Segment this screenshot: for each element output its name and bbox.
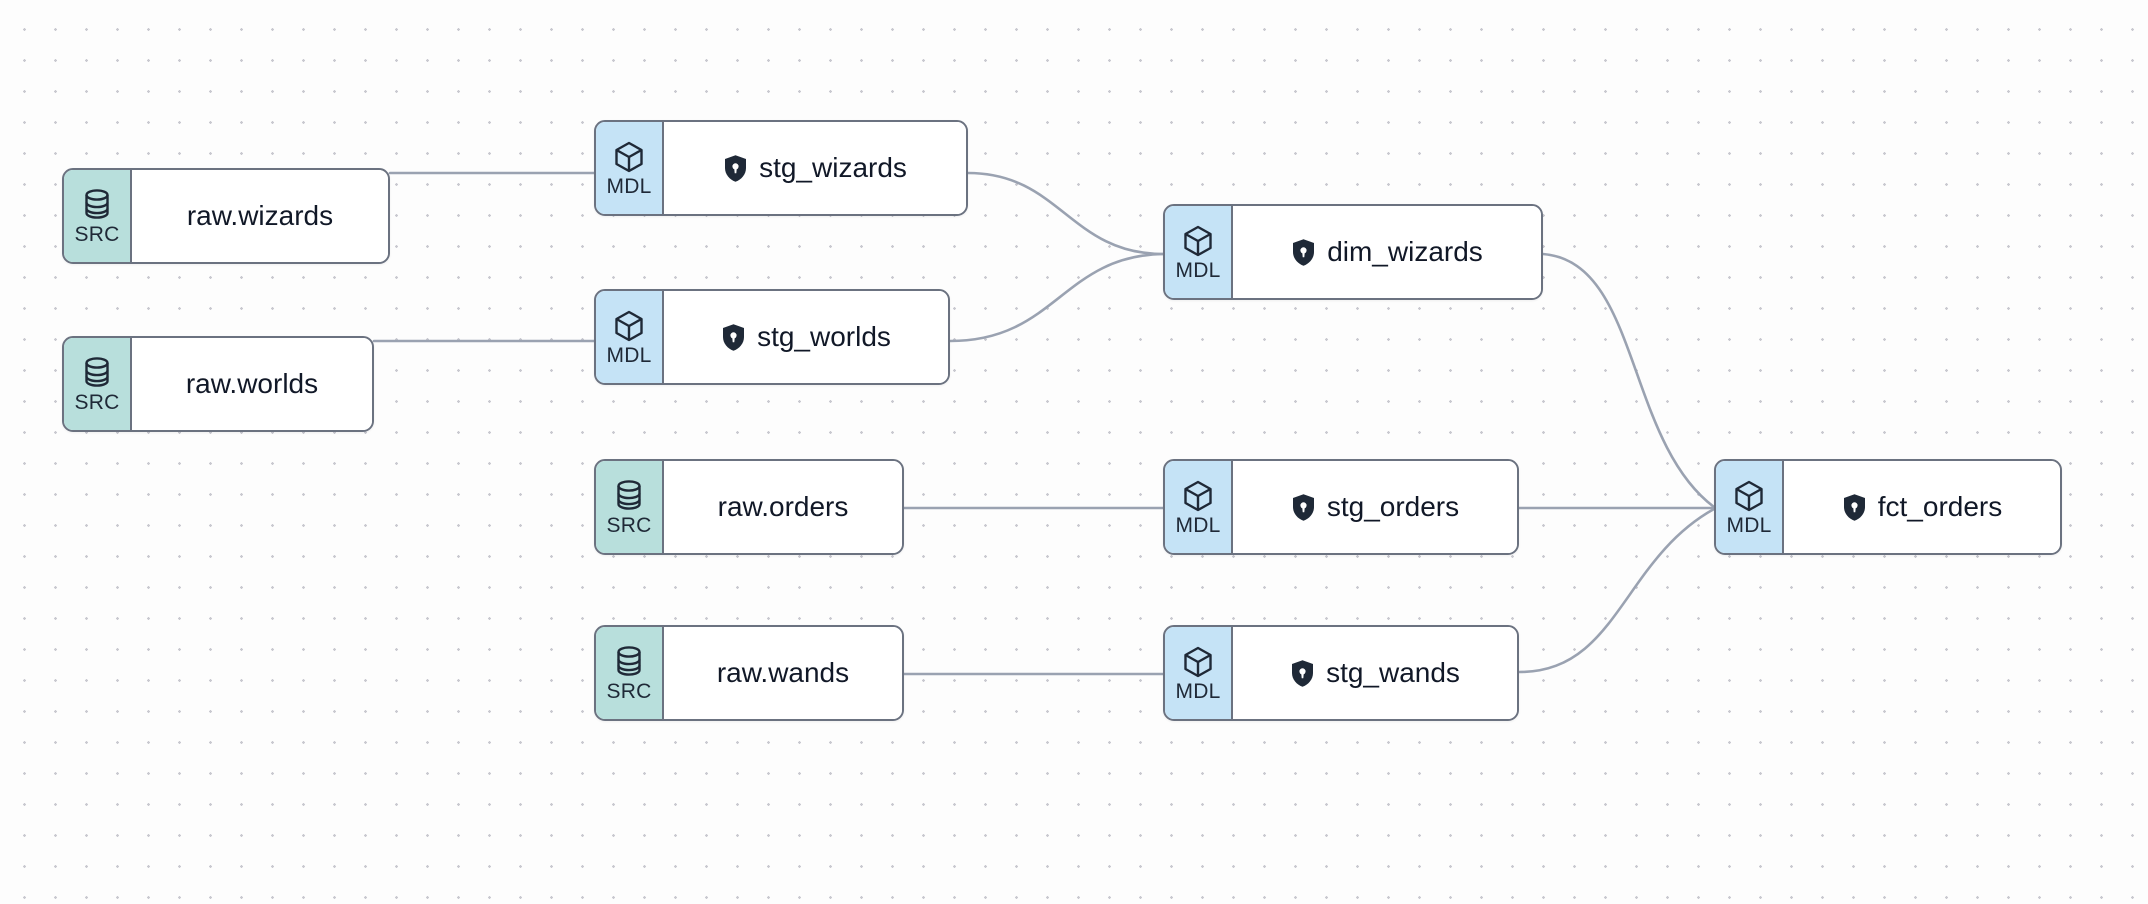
database-icon bbox=[82, 188, 112, 222]
node-kind-badge-mdl: MDL bbox=[1165, 461, 1233, 553]
node-stg-worlds[interactable]: MDL stg_worlds bbox=[594, 289, 950, 385]
node-kind-badge-mdl: MDL bbox=[1716, 461, 1784, 553]
node-kind-label: MDL bbox=[1726, 514, 1772, 537]
node-kind-badge-src: SRC bbox=[64, 338, 132, 430]
shield-lock-icon bbox=[1842, 493, 1867, 522]
node-kind-label: MDL bbox=[606, 344, 652, 367]
cube-icon bbox=[613, 140, 645, 174]
node-kind-badge-src: SRC bbox=[596, 627, 664, 719]
node-label: fct_orders bbox=[1877, 491, 2003, 522]
node-label: raw.wands bbox=[716, 657, 850, 688]
node-raw-wands[interactable]: SRC raw.wands bbox=[594, 625, 904, 721]
cube-icon bbox=[1182, 479, 1214, 513]
node-label: raw.wizards bbox=[186, 200, 334, 231]
node-body: fct_orders bbox=[1784, 461, 2060, 553]
node-stg-orders[interactable]: MDL stg_orders bbox=[1163, 459, 1519, 555]
shield-lock-icon bbox=[1291, 238, 1316, 267]
node-fct-orders[interactable]: MDL fct_orders bbox=[1714, 459, 2062, 555]
node-kind-badge-src: SRC bbox=[596, 461, 664, 553]
node-label: stg_orders bbox=[1326, 491, 1460, 522]
node-label: dim_wizards bbox=[1327, 236, 1483, 267]
node-body: raw.wands bbox=[664, 627, 902, 719]
cube-icon bbox=[1182, 224, 1214, 258]
edge-stg-wizards-to-dim-wizards bbox=[966, 171, 1165, 256]
node-kind-badge-src: SRC bbox=[64, 170, 132, 262]
node-kind-label: SRC bbox=[74, 391, 120, 414]
database-icon bbox=[614, 645, 644, 679]
node-kind-badge-mdl: MDL bbox=[1165, 206, 1233, 298]
node-kind-label: MDL bbox=[606, 175, 652, 198]
database-icon bbox=[82, 356, 112, 390]
shield-lock-icon bbox=[721, 323, 746, 352]
node-label: stg_wands bbox=[1326, 657, 1460, 688]
node-kind-label: MDL bbox=[1175, 680, 1221, 703]
node-stg-wands[interactable]: MDL stg_wands bbox=[1163, 625, 1519, 721]
cube-icon bbox=[613, 309, 645, 343]
shield-lock-icon bbox=[1290, 659, 1315, 688]
node-body: raw.wizards bbox=[132, 170, 388, 262]
node-kind-badge-mdl: MDL bbox=[596, 291, 664, 383]
node-raw-worlds[interactable]: SRC raw.worlds bbox=[62, 336, 374, 432]
cube-icon bbox=[1182, 645, 1214, 679]
edge-stg-worlds-to-dim-wizards bbox=[948, 252, 1165, 343]
node-body: stg_orders bbox=[1233, 461, 1517, 553]
node-kind-label: MDL bbox=[1175, 259, 1221, 282]
node-label: stg_wizards bbox=[759, 152, 907, 183]
node-body: raw.worlds bbox=[132, 338, 372, 430]
edge-dim-wizards-to-fct-orders bbox=[1541, 252, 1716, 509]
node-kind-badge-mdl: MDL bbox=[596, 122, 664, 214]
cube-icon bbox=[1733, 479, 1765, 513]
node-label: stg_worlds bbox=[757, 321, 891, 352]
edge-stg-wands-to-fct-orders bbox=[1517, 507, 1716, 674]
node-kind-label: SRC bbox=[606, 680, 652, 703]
node-kind-label: SRC bbox=[606, 514, 652, 537]
node-dim-wizards[interactable]: MDL dim_wizards bbox=[1163, 204, 1543, 300]
node-kind-label: SRC bbox=[74, 223, 120, 246]
node-raw-orders[interactable]: SRC raw.orders bbox=[594, 459, 904, 555]
node-raw-wizards[interactable]: SRC raw.wizards bbox=[62, 168, 390, 264]
node-body: stg_wizards bbox=[664, 122, 966, 214]
node-body: raw.orders bbox=[664, 461, 902, 553]
node-stg-wizards[interactable]: MDL stg_wizards bbox=[594, 120, 968, 216]
node-body: stg_wands bbox=[1233, 627, 1517, 719]
shield-lock-icon bbox=[723, 154, 748, 183]
node-kind-badge-mdl: MDL bbox=[1165, 627, 1233, 719]
node-kind-label: MDL bbox=[1175, 514, 1221, 537]
node-label: raw.orders bbox=[717, 491, 849, 522]
database-icon bbox=[614, 479, 644, 513]
shield-lock-icon bbox=[1291, 493, 1316, 522]
node-body: stg_worlds bbox=[664, 291, 948, 383]
node-body: dim_wizards bbox=[1233, 206, 1541, 298]
node-label: raw.worlds bbox=[185, 368, 319, 399]
